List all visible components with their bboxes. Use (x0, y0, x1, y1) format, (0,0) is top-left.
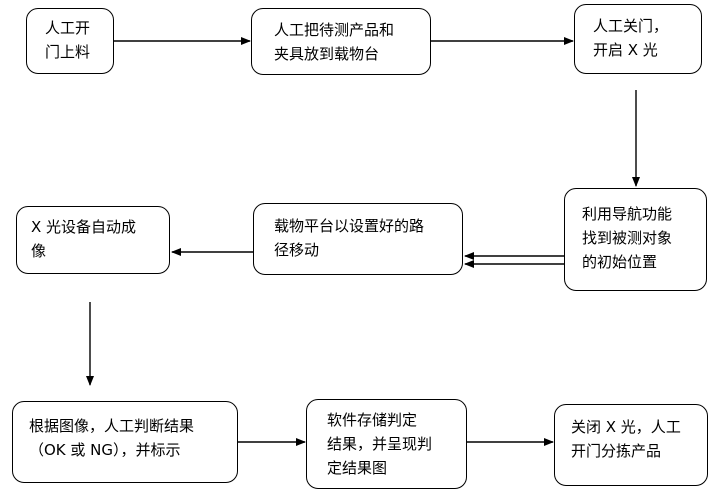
step-line: 人工开 (45, 19, 91, 37)
step-close-xray-sort-products: 关闭 X 光，人工 开门分拣产品 (554, 404, 708, 486)
step-line: 径移动 (274, 241, 320, 259)
step-platform-moves-path: 载物平台以设置好的路 径移动 (253, 203, 463, 275)
step-line: 软件存储判定 (327, 411, 418, 429)
step-line: 开启 X 光 (593, 41, 658, 59)
step-line: X 光设备自动成 (31, 218, 137, 236)
step-line: 利用导航功能 (582, 205, 673, 223)
step-line: 夹具放到载物台 (274, 45, 380, 63)
step-line: 定结果图 (327, 459, 388, 477)
step-open-door-load: 人工开 门上料 (26, 8, 114, 74)
step-place-product-fixture: 人工把待测产品和 夹具放到载物台 (251, 8, 431, 75)
step-line: 人工把待测产品和 (274, 21, 395, 39)
step-manual-judgement: 根据图像，人工判断结果 （OK 或 NG），并标示 (12, 401, 238, 483)
step-xray-auto-imaging: X 光设备自动成 像 (16, 206, 170, 274)
step-close-door-xray-on: 人工关门， 开启 X 光 (574, 4, 702, 74)
step-line: 人工关门， (593, 17, 669, 35)
step-line: 像 (31, 242, 47, 260)
step-line: 门上料 (45, 43, 91, 61)
step-navigate-initial-position: 利用导航功能 找到被测对象 的初始位置 (564, 188, 707, 291)
step-line: 开门分拣产品 (571, 442, 662, 460)
step-line: 结果，并呈现判 (327, 435, 433, 453)
step-software-store-result: 软件存储判定 结果，并呈现判 定结果图 (306, 399, 467, 489)
step-line: 根据图像，人工判断结果 (29, 417, 195, 435)
step-line: （OK 或 NG），并标示 (29, 441, 181, 459)
step-line: 找到被测对象 (582, 229, 673, 247)
step-line: 的初始位置 (582, 253, 658, 271)
step-line: 关闭 X 光，人工 (571, 418, 681, 436)
step-line: 载物平台以设置好的路 (274, 217, 425, 235)
